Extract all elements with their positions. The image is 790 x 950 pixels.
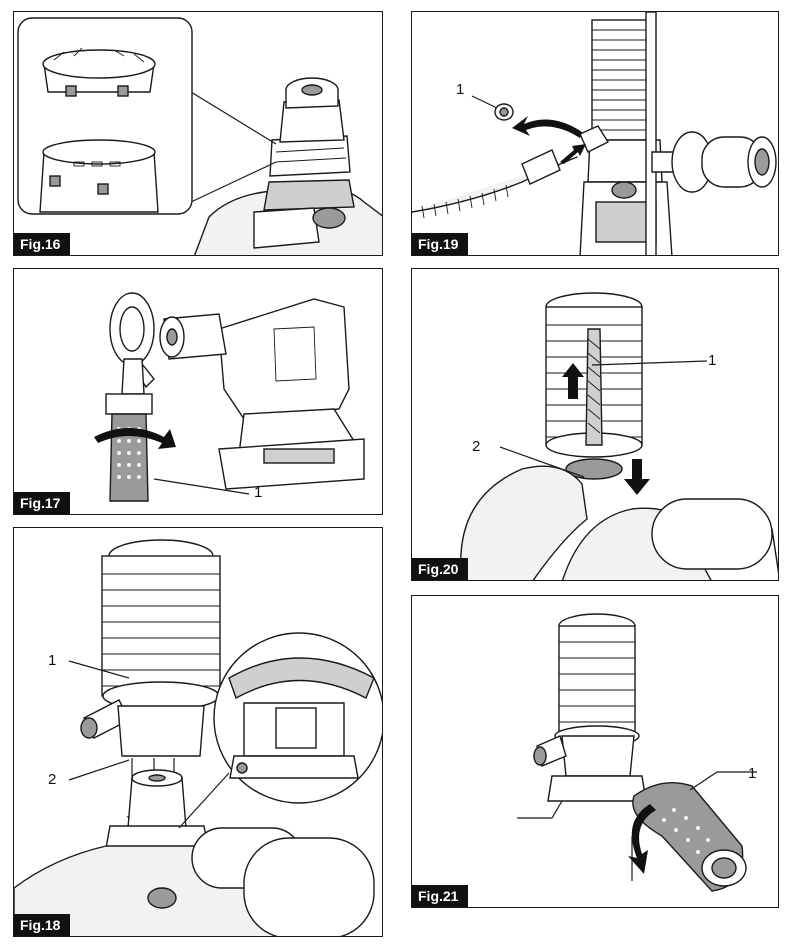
fig18-callout-2: 2 (48, 771, 57, 788)
rotation-arrow-icon (628, 804, 656, 874)
figure-16-label: Fig.16 (14, 233, 71, 255)
figure-20-label: Fig.20 (412, 558, 469, 580)
fig16-illustration (17, 17, 382, 255)
rotation-arrow-icon (94, 428, 176, 449)
fig20-illustration (460, 292, 778, 580)
figure-19-panel: 1 Fig.19 (411, 11, 779, 256)
fig20-callout-2: 2 (472, 438, 481, 455)
dust-bellows (554, 613, 640, 747)
figure-19-label: Fig.19 (412, 233, 469, 255)
figure-17-panel: 1 Fig.17 (13, 268, 383, 515)
remove-arrow-icon (512, 116, 582, 138)
drill-bit (585, 328, 603, 446)
hammer-drill (218, 298, 350, 420)
dust-bellows (591, 19, 655, 141)
down-arrow-icon (624, 459, 650, 495)
fig18-callout-1: 1 (48, 652, 57, 669)
fig21-illustration (517, 613, 757, 892)
fig20-callout-1: 1 (708, 352, 717, 369)
switch-knob (312, 207, 346, 229)
figure-18-panel: 1 2 Fig.18 (13, 527, 383, 937)
figure-21-label: Fig.21 (412, 885, 469, 907)
figure-20-panel: 1 2 Fig.20 (411, 268, 779, 581)
fig19-callout-1: 1 (456, 81, 465, 98)
fig17-callout-1: 1 (254, 484, 263, 501)
up-arrow-icon (562, 363, 584, 399)
figure-21-panel: 1 Fig.21 (411, 595, 779, 908)
fig18-illustration (14, 539, 382, 936)
figure-17-label: Fig.17 (14, 492, 71, 514)
fig21-callout-1: 1 (748, 765, 757, 782)
fig17-illustration (94, 292, 365, 502)
figure-18-label: Fig.18 (14, 914, 71, 936)
figure-16-panel: Fig.16 (13, 11, 383, 256)
insert-arrow-icon (560, 144, 586, 164)
dust-bellows (101, 539, 221, 711)
fig19-illustration (412, 12, 777, 255)
hand-left (460, 465, 588, 580)
